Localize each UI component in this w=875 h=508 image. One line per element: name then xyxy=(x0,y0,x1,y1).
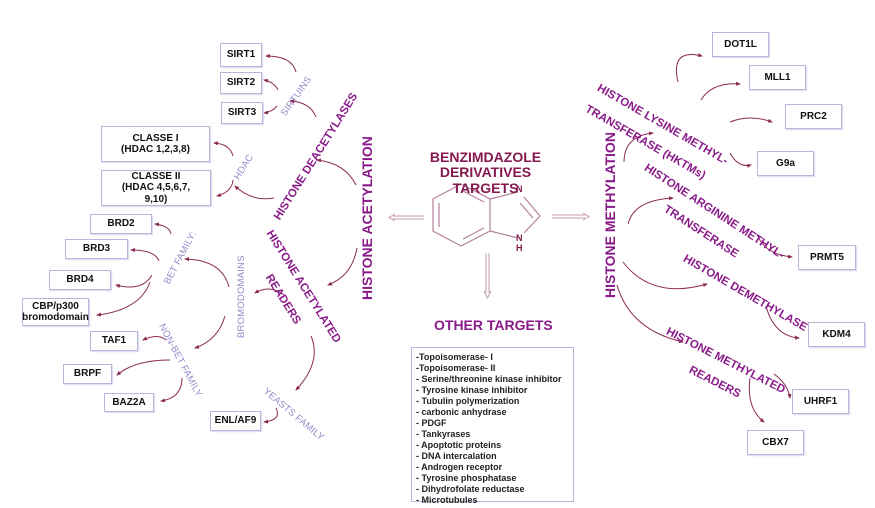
target-box-sirt1: SIRT1 xyxy=(220,43,262,67)
title-line1: BENZIMDAZOLE DERIVATIVES xyxy=(429,149,542,181)
diagram-title: BENZIMDAZOLE DERIVATIVES TARGETS xyxy=(388,149,583,196)
other-target-item: - Tyrosine phosphatase xyxy=(416,473,517,483)
target-box-classe2: CLASSE II (HDAC 4,5,6,7, 9,10) xyxy=(101,170,211,206)
arrow-brd3 xyxy=(130,248,160,262)
arrow-bromodomains-nonbet xyxy=(194,315,226,349)
other-targets-title: OTHER TARGETS xyxy=(434,317,553,333)
target-box-cbp-p300: CBP/p300 bromodomain xyxy=(22,298,89,326)
other-target-item: -Topoisomerase- II xyxy=(416,363,496,373)
target-box-brd4: BRD4 xyxy=(49,270,111,290)
arrow-brd2 xyxy=(154,222,172,235)
other-target-item: -Topoisomerase- I xyxy=(416,352,493,362)
other-target-item: - DNA intercalation xyxy=(416,451,497,461)
arrow-readers-bromodomains xyxy=(254,288,285,296)
benzimidazole-structure-icon xyxy=(432,183,541,247)
center-arrow-left xyxy=(388,213,424,222)
target-box-prmt5: PRMT5 xyxy=(798,245,856,270)
arrow-cbp xyxy=(96,281,151,317)
arrow-brd4 xyxy=(115,274,153,288)
target-box-cbx7: CBX7 xyxy=(747,430,804,455)
target-box-enl-af9: ENL/AF9 xyxy=(210,411,261,431)
other-target-item: - Dihydrofolate reductase xyxy=(416,484,525,494)
arrow-uhrf1 xyxy=(773,373,792,399)
other-target-item: - Androgen receptor xyxy=(416,462,503,472)
target-box-classe1: CLASSE I (HDAC 1,2,3,8) xyxy=(101,126,210,162)
arrow-sirt1 xyxy=(265,54,297,73)
target-box-brd2: BRD2 xyxy=(90,214,152,234)
arrow-dot1l xyxy=(676,53,703,83)
other-target-item: - Apoptotic proteins xyxy=(416,440,502,450)
atom-n1: N xyxy=(516,184,523,194)
arrow-classe2 xyxy=(216,179,234,197)
arrow-g9a xyxy=(729,152,752,168)
target-box-g9a: G9a xyxy=(757,151,814,176)
arrow-cbx7 xyxy=(748,377,765,423)
target-box-taf1: TAF1 xyxy=(90,331,138,351)
arrow-bromodomains-bet xyxy=(184,257,230,288)
atom-n3: N xyxy=(516,233,523,243)
title-line2: TARGETS xyxy=(452,179,519,196)
arrow-acetylation-readers xyxy=(327,247,358,286)
other-target-item: - PDGF xyxy=(416,418,447,428)
other-target-item: - Tankyrases xyxy=(416,429,471,439)
arrow-acetylation-deacetylases xyxy=(316,158,357,186)
histone-methylation-label: HISTONE METHYLATION xyxy=(602,132,618,298)
arrow-baz2a xyxy=(160,377,183,403)
arrow-methylation-arginine xyxy=(627,196,674,225)
center-arrow-right xyxy=(552,212,590,221)
other-target-item: - Tubulin polymerization xyxy=(416,396,520,406)
target-box-kdm4: KDM4 xyxy=(808,322,865,347)
arrow-sirt3 xyxy=(263,105,278,115)
target-box-sirt3: SIRT3 xyxy=(221,102,263,124)
arrow-classe1 xyxy=(213,141,234,157)
arrow-deacetylase-sirtuins xyxy=(289,99,317,118)
other-targets-list: -Topoisomerase- I -Topoisomerase- II - S… xyxy=(411,347,574,505)
arrow-prmt5 xyxy=(756,233,793,259)
arrow-mll1 xyxy=(700,81,741,101)
target-box-mll1: MLL1 xyxy=(749,65,806,90)
other-target-item: - Tyrosine kinase inhibitor xyxy=(416,385,528,395)
arrow-sirt2 xyxy=(263,78,279,91)
target-box-baz2a: BAZ2A xyxy=(104,393,154,412)
arrow-kdm4 xyxy=(765,305,800,340)
target-box-uhrf1: UHRF1 xyxy=(792,389,849,414)
target-box-brd3: BRD3 xyxy=(65,239,128,259)
arrow-deacetylase-hdac xyxy=(234,185,275,200)
other-target-item: - Microtubules xyxy=(416,495,478,505)
target-box-sirt2: SIRT2 xyxy=(220,72,262,94)
arrow-prc2 xyxy=(729,117,773,123)
arrow-enl xyxy=(263,407,278,424)
center-arrow-down xyxy=(483,253,492,300)
target-box-prc2: PRC2 xyxy=(785,104,842,129)
target-box-dot1l: DOT1L xyxy=(712,32,769,57)
atom-h: H xyxy=(516,243,523,253)
arrow-brpf xyxy=(116,359,171,376)
arrow-readers-yeasts xyxy=(295,335,315,391)
target-box-brpf: BRPF xyxy=(63,364,112,384)
arrow-methylation-lysine xyxy=(623,131,654,163)
histone-acetylation-label: HISTONE ACETYLATION xyxy=(359,136,375,300)
other-target-item: - Serine/threonine kinase inhibitor xyxy=(416,374,562,384)
arrow-methylation-readers xyxy=(616,284,684,344)
arrow-taf1 xyxy=(142,336,167,341)
bromodomains-label: BROMODOMAINS xyxy=(236,255,247,338)
other-target-item: - carbonic anhydrase xyxy=(416,407,507,417)
arrow-methylation-demethylase xyxy=(622,261,708,290)
